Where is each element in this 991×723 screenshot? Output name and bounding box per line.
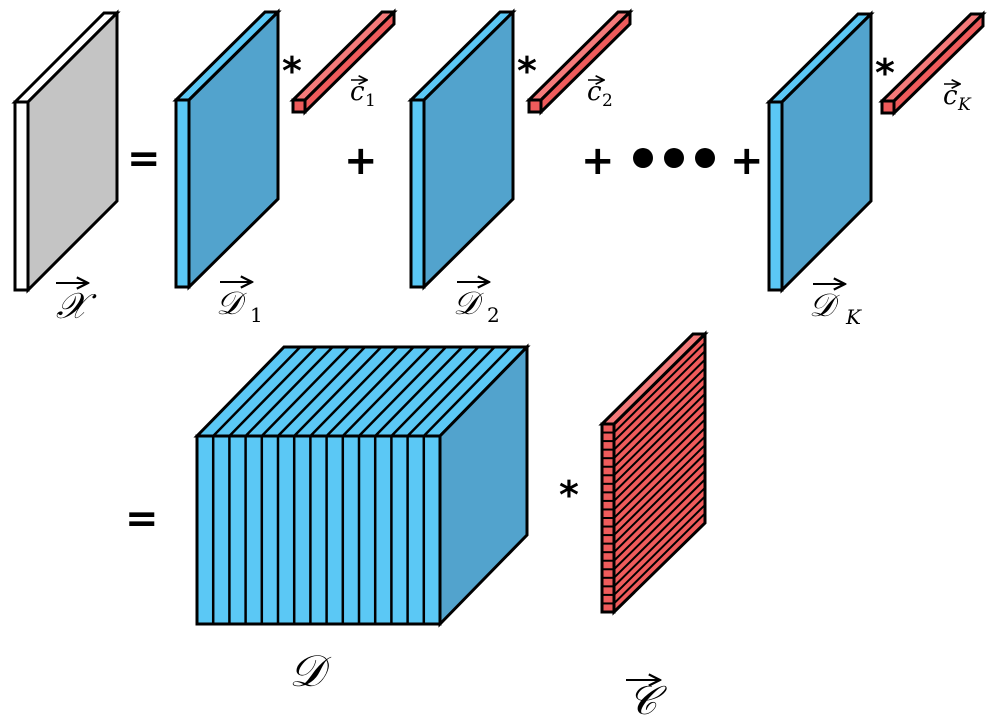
c2-rod	[525, 8, 634, 116]
d-label-text: 𝒟	[289, 646, 332, 697]
d-block-slice-top-line	[341, 346, 431, 437]
c-matrix	[598, 330, 709, 616]
c-matrix-diag-line	[613, 427, 706, 519]
ellipsis-dot	[664, 148, 684, 168]
conv-bottom: *	[559, 473, 579, 517]
d-block-slice-top-line	[228, 346, 318, 437]
c-matrix-diag-line	[613, 452, 706, 545]
d-block-slice-top-line	[390, 346, 480, 437]
conv-c2: *	[517, 49, 537, 93]
plus-1: +	[344, 138, 378, 184]
c1-label: c 1	[350, 77, 376, 111]
d-block-slice-top-line	[293, 346, 383, 437]
d1-label-sub: 1	[250, 303, 263, 327]
c-matrix-diag-line	[613, 435, 706, 528]
plus-2: +	[581, 138, 615, 184]
c-matrix-diag-line	[613, 418, 706, 511]
c-matrix-diag-line	[613, 470, 706, 562]
d-block-front	[195, 434, 442, 626]
d-block-slice-top-line	[358, 346, 447, 437]
dk-label-sub: K	[845, 305, 862, 329]
plus-3: +	[730, 138, 764, 184]
x-slab	[11, 9, 121, 294]
c1-label-sub: 1	[365, 91, 376, 111]
d2-slab	[407, 8, 517, 291]
c-matrix-diag-line	[613, 376, 706, 468]
x-label-text: 𝒳	[56, 286, 97, 327]
c-matrix-diag-line	[613, 487, 706, 579]
c-matrix-diag-line	[613, 384, 706, 476]
c-matrix-diag-line	[613, 504, 706, 596]
d-block-slice-top-line	[325, 346, 415, 437]
x-slab-front-edge	[13, 100, 30, 292]
ellipsis-dots	[633, 148, 715, 168]
c-matrix-diag-line	[613, 341, 706, 434]
ck-rod	[878, 10, 987, 117]
d-block-slice-top-line	[277, 346, 366, 437]
d2-label-sub: 2	[487, 303, 500, 327]
dk-label: 𝒟 K	[809, 284, 862, 329]
d1-label-text: 𝒟	[216, 284, 247, 322]
d1-label: 𝒟 1	[216, 282, 263, 327]
c-matrix-diag-line	[613, 444, 706, 536]
c-matrix-diag-line	[613, 367, 706, 459]
conv-ck: *	[875, 51, 895, 95]
d-block-slice-top-line	[406, 346, 496, 437]
c2-label-sub: 2	[602, 91, 613, 111]
c-matrix-diag-line	[613, 512, 706, 605]
d-block-slice-top-line	[374, 346, 464, 437]
d-block-slices	[211, 346, 512, 624]
c2-label-text: c	[587, 77, 602, 107]
d2-label: 𝒟 2	[453, 282, 500, 327]
c-matrix-diag-line	[613, 495, 706, 588]
c-matrix-diag-line	[613, 358, 706, 451]
c-label-text: 𝒞	[628, 678, 667, 723]
c-matrix-diag-line	[613, 478, 706, 570]
equals-bottom: =	[125, 496, 159, 542]
ellipsis-dot	[695, 148, 715, 168]
c-matrix-diag-line	[613, 461, 706, 553]
d-block-slice-top-line	[244, 346, 334, 437]
ck-label: c K	[943, 81, 972, 115]
d-block-slice-top-line	[260, 346, 350, 437]
c1-rod	[289, 8, 398, 116]
c-matrix-diag-line	[613, 410, 706, 502]
d-label: 𝒟	[289, 646, 332, 697]
c2-label: c 2	[587, 77, 613, 111]
d-block-slice-top-line	[309, 346, 399, 437]
d-block-slice-top-line	[212, 346, 302, 437]
c-matrix-diag-line	[613, 401, 706, 494]
x-slab-face	[26, 9, 119, 294]
c-label: 𝒞	[626, 678, 667, 723]
d-block	[193, 343, 531, 628]
ellipsis-dot	[633, 148, 653, 168]
d2-label-text: 𝒟	[453, 284, 484, 322]
c1-label-text: c	[350, 77, 365, 107]
c-matrix-diag-line	[613, 350, 706, 442]
d-block-slice-top-line	[422, 346, 512, 437]
conv-c1: *	[282, 49, 302, 93]
dk-label-text: 𝒟	[809, 286, 840, 324]
ck-label-sub: K	[957, 95, 972, 115]
d1-slab	[172, 8, 282, 291]
dk-slab	[765, 10, 875, 294]
x-label: 𝒳	[56, 283, 97, 327]
equals-top: =	[127, 136, 161, 182]
c-matrix-diag-line	[613, 393, 706, 485]
c-matrix-rows	[602, 341, 706, 605]
ck-label-text: c	[943, 81, 958, 111]
